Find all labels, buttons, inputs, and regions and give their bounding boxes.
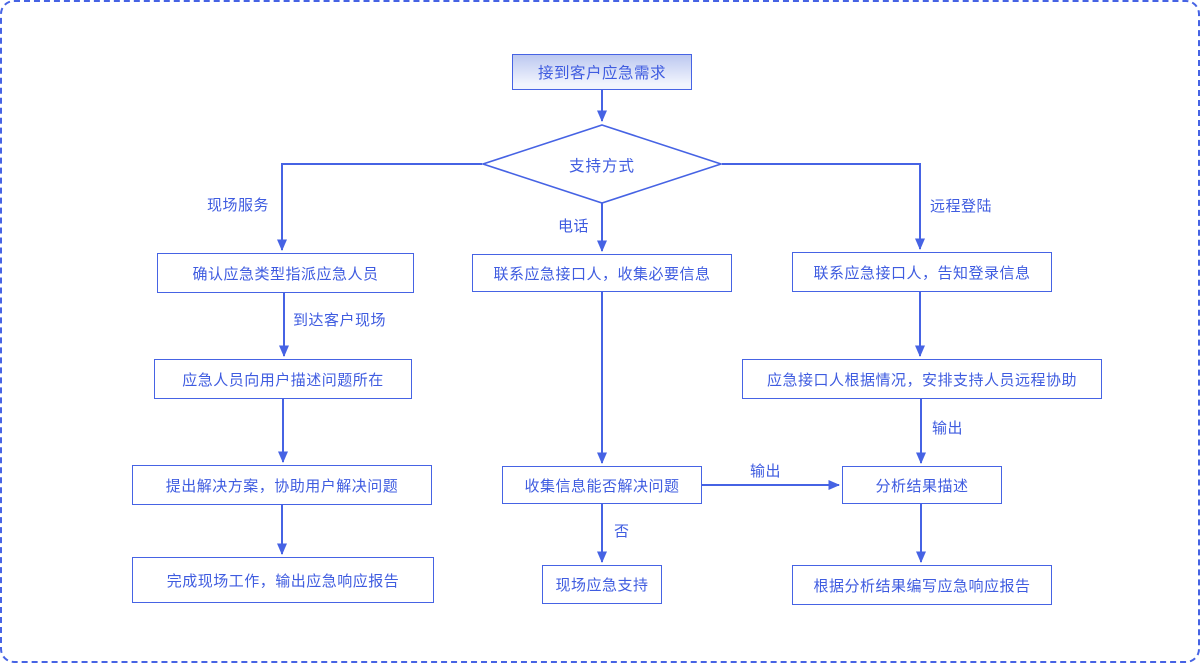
node-onsite-assign: 确认应急类型指派应急人员 — [157, 253, 414, 293]
node-remote-login-info: 联系应急接口人，告知登录信息 — [792, 252, 1052, 292]
node-start: 接到客户应急需求 — [512, 54, 692, 90]
node-onsite-report: 完成现场工作，输出应急响应报告 — [132, 557, 434, 603]
node-remote-report: 根据分析结果编写应急响应报告 — [792, 565, 1052, 605]
node-onsite-solve: 提出解决方案，协助用户解决问题 — [132, 465, 432, 505]
node-remote-analysis: 分析结果描述 — [842, 466, 1002, 504]
edge-decision-onsite — [277, 163, 482, 251]
edge-label-remote-branch: 远程登陆 — [930, 198, 993, 215]
edge-label-phone-branch: 电话 — [558, 218, 590, 235]
edge-label-output-remote: 输出 — [932, 420, 964, 437]
edge-decision-remote — [722, 163, 925, 250]
node-phone-collect: 联系应急接口人，收集必要信息 — [472, 254, 732, 292]
node-remote-arrange: 应急接口人根据情况，安排支持人员远程协助 — [742, 359, 1102, 399]
node-decision-label: 支持方式 — [568, 158, 635, 175]
node-phone-onsite-support: 现场应急支持 — [542, 565, 662, 604]
node-onsite-describe: 应急人员向用户描述问题所在 — [154, 359, 412, 399]
edge-label-output-to-analysis: 输出 — [750, 463, 782, 480]
node-phone-check: 收集信息能否解决问题 — [502, 466, 702, 504]
edge-label-onsite-branch: 现场服务 — [207, 197, 270, 214]
edge-label-no: 否 — [614, 523, 630, 540]
edge-label-arrive-site: 到达客户现场 — [293, 312, 387, 329]
